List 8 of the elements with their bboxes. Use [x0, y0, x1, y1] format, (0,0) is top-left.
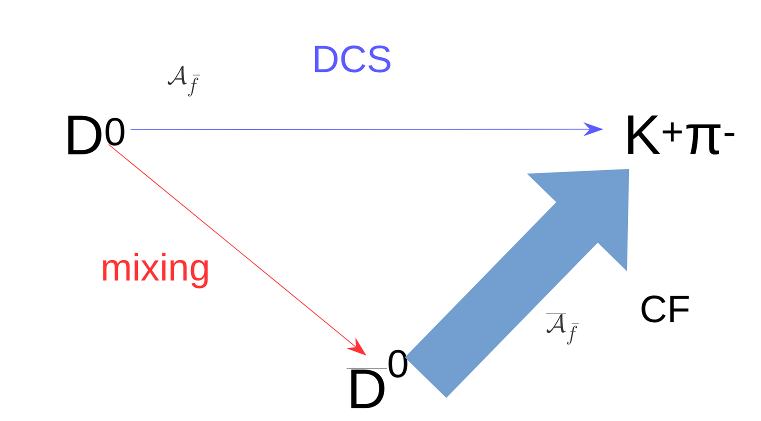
edge-label: $\mathcal{A}_{\bar{f}}$ [168, 66, 200, 96]
particle-symbol: $\overline{\mathrm{D}}^{\mathrm{0}}$ [346, 350, 408, 408]
edge-label: $\overline{\mathcal{A}}_{\bar{f}}$ [546, 313, 579, 345]
edge-label: mixing [103, 252, 208, 288]
particle-symbol: D$^{0}$ [68, 116, 124, 154]
particle-symbol: K$^{+}$π$^{-}$ [628, 115, 734, 155]
process-tag: DCS [315, 46, 390, 72]
process-tag: CF [642, 296, 689, 322]
